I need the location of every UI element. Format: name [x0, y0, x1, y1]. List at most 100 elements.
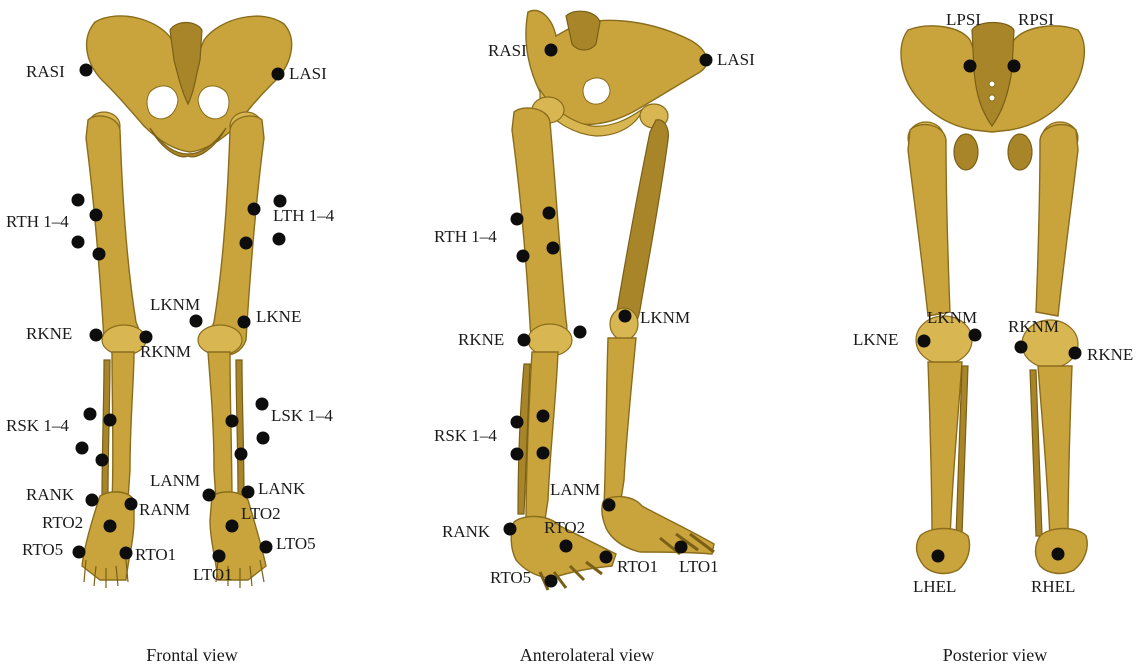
frontal-marker-rsk-1 [84, 408, 97, 421]
frontal-marker-lth-2 [248, 203, 261, 216]
posterior-label-lkne: LKNE [853, 330, 898, 349]
posterior-label-rpsi: RPSI [1018, 10, 1054, 29]
anterolateral-marker-rth-4 [547, 242, 560, 255]
frontal-label-lkne: LKNE [256, 307, 301, 326]
frontal-marker-rsk-4 [96, 454, 109, 467]
frontal-caption: Frontal view [146, 645, 238, 665]
frontal-label-lanm: LANM [150, 471, 200, 490]
anterolateral-marker-lasi [700, 54, 713, 67]
frontal-marker-lasi [272, 68, 285, 81]
frontal-marker-lsk-3 [257, 432, 270, 445]
posterior-marker-rknm [1015, 341, 1028, 354]
frontal-marker-rkne [90, 329, 103, 342]
frontal-marker-rth-2 [90, 209, 103, 222]
anterolateral-marker-rsk-2 [537, 410, 550, 423]
posterior-label-rkne: RKNE [1087, 345, 1133, 364]
frontal-marker-lkne [238, 316, 251, 329]
posterior-marker-rkne [1069, 347, 1082, 360]
anterolateral-marker-rkne-1 [518, 334, 531, 347]
anterolateral-marker-rto5 [545, 575, 558, 588]
frontal-marker-lth-4 [273, 233, 286, 246]
anterolateral-label-rto5: RTO5 [490, 568, 531, 587]
anterolateral-view: RASI LASI RTH 1–4 LKNM RKNE RSK 1–4 LANM… [434, 10, 755, 665]
posterior-skeleton [901, 23, 1087, 574]
anterolateral-caption: Anterolateral view [520, 645, 654, 665]
anterolateral-marker-lanm [603, 499, 616, 512]
anterolateral-marker-rth-2 [543, 207, 556, 220]
posterior-marker-rhel [1052, 548, 1065, 561]
frontal-marker-rsk-3 [76, 442, 89, 455]
posterior-label-rhel: RHEL [1031, 577, 1075, 596]
anterolateral-label-rto2: RTO2 [544, 518, 585, 537]
posterior-caption: Posterior view [943, 645, 1047, 665]
frontal-label-lknm: LKNM [150, 295, 200, 314]
frontal-marker-rank [86, 494, 99, 507]
frontal-marker-rto1 [120, 547, 133, 560]
frontal-marker-rsk-2 [104, 414, 117, 427]
anterolateral-marker-rsk-4 [537, 447, 550, 460]
frontal-label-rasi: RASI [26, 62, 65, 81]
frontal-label-lank: LANK [258, 479, 306, 498]
anterolateral-label-lknm: LKNM [640, 308, 690, 327]
frontal-marker-rasi [80, 64, 93, 77]
frontal-label-rknm: RKNM [140, 342, 191, 361]
frontal-marker-lto5 [260, 541, 273, 554]
frontal-label-rto1: RTO1 [135, 545, 176, 564]
anterolateral-marker-rto1 [600, 551, 613, 564]
frontal-marker-lank [242, 486, 255, 499]
anterolateral-marker-rank [504, 523, 517, 536]
frontal-label-lth: LTH 1–4 [273, 206, 335, 225]
posterior-label-rknm: RKNM [1008, 317, 1059, 336]
anterolateral-marker-lto1 [675, 541, 688, 554]
posterior-label-lknm: LKNM [927, 308, 977, 327]
frontal-view: RASI LASI RTH 1–4 LTH 1–4 LKNM LKNE RKNE… [6, 16, 335, 665]
frontal-label-rank: RANK [26, 485, 75, 504]
frontal-label-rto2: RTO2 [42, 513, 83, 532]
anterolateral-label-lto1: LTO1 [679, 557, 719, 576]
frontal-label-lto2: LTO2 [241, 504, 281, 523]
posterior-label-lpsi: LPSI [946, 10, 981, 29]
anterolateral-marker-lknm [619, 310, 632, 323]
posterior-marker-lpsi [964, 60, 977, 73]
frontal-marker-lanm [203, 489, 216, 502]
frontal-label-lsk: LSK 1–4 [271, 406, 333, 425]
anterolateral-label-rank: RANK [442, 522, 491, 541]
anterolateral-marker-rto2 [560, 540, 573, 553]
frontal-marker-rth-4 [93, 248, 106, 261]
anterolateral-label-rth: RTH 1–4 [434, 227, 497, 246]
anterolateral-marker-rkne-2 [574, 326, 587, 339]
posterior-marker-lkne [918, 335, 931, 348]
anterolateral-label-lanm: LANM [550, 480, 600, 499]
frontal-marker-rth-3 [72, 236, 85, 249]
anterolateral-marker-rasi [545, 44, 558, 57]
frontal-label-rsk: RSK 1–4 [6, 416, 69, 435]
anterolateral-marker-rsk-1 [511, 416, 524, 429]
anterolateral-marker-rth-1 [511, 213, 524, 226]
frontal-label-lto1: LTO1 [193, 565, 233, 584]
frontal-marker-lsk-2 [226, 415, 239, 428]
frontal-label-rkne: RKNE [26, 324, 72, 343]
anterolateral-label-rasi: RASI [488, 41, 527, 60]
posterior-marker-lknm [969, 329, 982, 342]
anterolateral-label-rkne: RKNE [458, 330, 504, 349]
frontal-marker-lsk-4 [235, 448, 248, 461]
frontal-label-rto5: RTO5 [22, 540, 63, 559]
frontal-marker-rto2 [104, 520, 117, 533]
frontal-marker-lth-3 [240, 237, 253, 250]
anterolateral-marker-rth-3 [517, 250, 530, 263]
posterior-label-lhel: LHEL [913, 577, 956, 596]
frontal-label-ranm: RANM [139, 500, 190, 519]
frontal-marker-rto5 [73, 546, 86, 559]
anterolateral-label-rto1: RTO1 [617, 557, 658, 576]
posterior-view: LPSI RPSI LKNE LKNM RKNM RKNE LHEL RHEL … [853, 10, 1133, 665]
posterior-marker-rpsi [1008, 60, 1021, 73]
frontal-marker-lsk-1 [256, 398, 269, 411]
frontal-label-lto5: LTO5 [276, 534, 316, 553]
frontal-label-rth: RTH 1–4 [6, 212, 69, 231]
anterolateral-label-rsk: RSK 1–4 [434, 426, 497, 445]
posterior-marker-lhel [932, 550, 945, 563]
frontal-marker-lto2 [226, 520, 239, 533]
frontal-marker-lto1 [213, 550, 226, 563]
anterolateral-marker-rsk-3 [511, 448, 524, 461]
